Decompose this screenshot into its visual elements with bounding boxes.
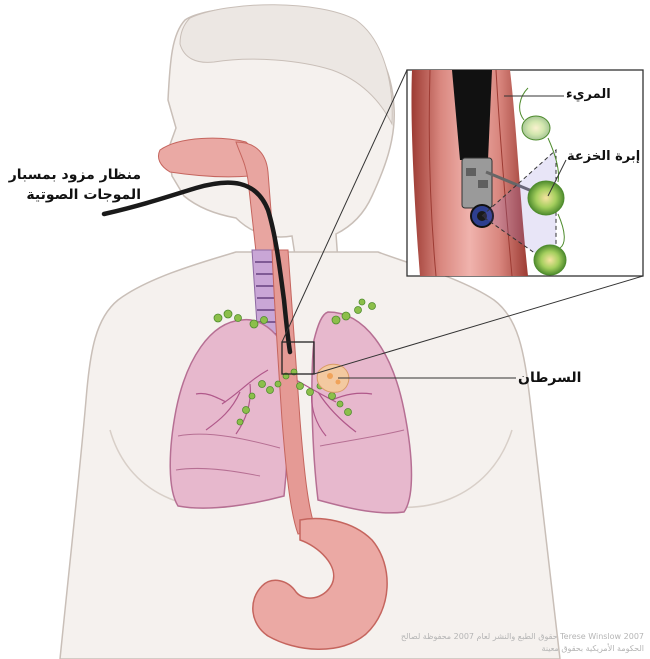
- copyright-line1: Terese Winslow 2007 حقوق الطبع والنشر لع…: [401, 632, 644, 641]
- label-biopsy-needle: إبرة الخزعة: [567, 149, 640, 165]
- label-esophagus: المريء: [566, 87, 611, 103]
- copyright-line2: الحكومة الأمريكية بحقوق معينة: [542, 644, 644, 653]
- label-endoscope-line1: منظار مزود بمسبار: [9, 167, 141, 185]
- label-endoscope-line2: الموجات الصوتية: [26, 187, 141, 205]
- label-cancer: السرطان: [518, 370, 581, 388]
